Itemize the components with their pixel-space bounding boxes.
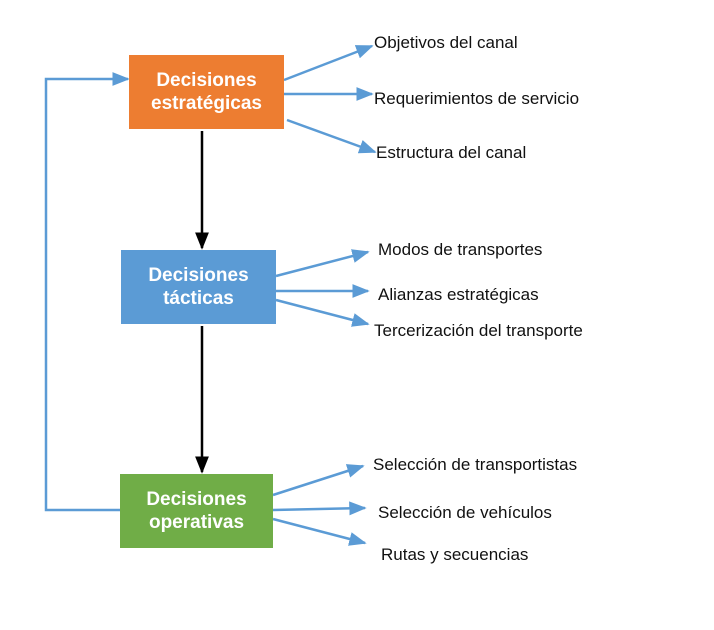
- tactical-decisions-box: Decisiones tácticas: [121, 250, 276, 324]
- tactical-decisions-label: Decisiones tácticas: [148, 265, 249, 309]
- feedback-arrow: [44, 72, 130, 512]
- tactical-item-alianzas: Alianzas estratégicas: [378, 285, 539, 304]
- strategic-item-estructura: Estructura del canal: [376, 143, 527, 162]
- strategic-decisions-label: Decisiones estratégicas: [151, 70, 262, 114]
- tactical-arrow-tercerizacion: [275, 298, 370, 327]
- operative-item-seleccion-transportistas: Selección de transportistas: [373, 455, 578, 474]
- strategic-item-requerimientos: Requerimientos de servicio: [374, 89, 580, 108]
- operative-arrow-rutas: [272, 517, 367, 546]
- tactical-arrow-modos: [275, 249, 370, 278]
- operative-item-seleccion-vehiculos: Selección de vehículos: [378, 503, 552, 522]
- operative-item-rutas: Rutas y secuencias: [381, 545, 529, 564]
- operative-decisions-box: Decisiones operativas: [120, 474, 273, 548]
- operative-decisions-label: Decisiones operativas: [146, 489, 247, 533]
- strategic-item-objetivos: Objetivos del canal: [374, 33, 518, 52]
- strategic-arrow-estructura: [286, 118, 377, 154]
- operative-arrow-seleccion-transportistas: [272, 464, 365, 497]
- strategic-arrow-objetivos: [283, 44, 374, 82]
- strategic-decisions-box: Decisiones estratégicas: [129, 55, 284, 129]
- tactical-item-tercerizacion: Tercerización del transporte: [374, 321, 583, 340]
- tactical-item-modos: Modos de transportes: [378, 240, 543, 259]
- operative-arrow-seleccion-vehiculos: [272, 501, 367, 516]
